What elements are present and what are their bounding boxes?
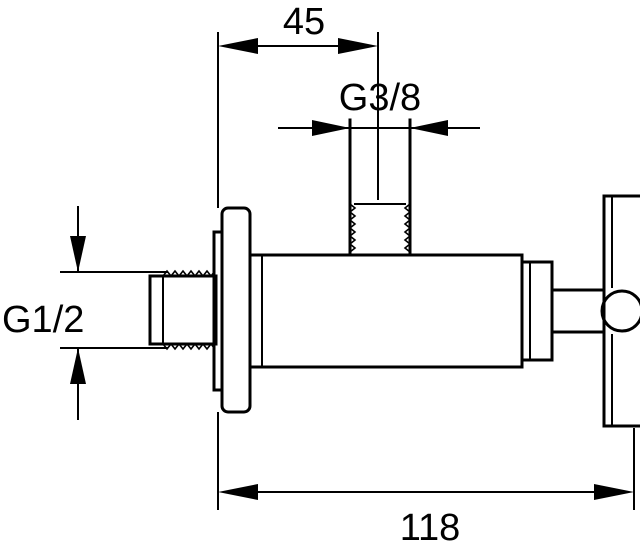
inlet-thread-top — [162, 269, 216, 278]
arrowhead-g12-bottom — [70, 348, 86, 384]
outlet-tube — [348, 118, 412, 257]
valve-body-cylinder — [248, 253, 524, 369]
arrowhead-g38-right — [410, 120, 448, 136]
handle-hub — [600, 289, 640, 333]
arrowhead-45-left — [218, 38, 258, 54]
inlet-threaded-stub — [148, 269, 218, 351]
valve-bonnet — [520, 260, 554, 362]
dimension-label-g12: G1/2 — [2, 299, 84, 341]
outlet-thread-left — [348, 203, 357, 253]
arrowhead-g12-top — [70, 236, 86, 272]
arrowhead-118-left — [218, 484, 258, 500]
valve-spindle — [550, 288, 606, 334]
inlet-stub-body — [148, 274, 218, 346]
inlet-thread-bottom — [162, 342, 216, 351]
handle-cross-bar — [602, 194, 640, 428]
dimension-label-118: 118 — [400, 507, 461, 549]
valve-body — [248, 253, 554, 369]
outlet-thread-right — [403, 203, 412, 253]
dimension-g38: G3/8 — [278, 77, 480, 136]
dimension-118: 118 — [218, 484, 634, 549]
arrowhead-45-right — [338, 38, 378, 54]
flange-rosette — [220, 206, 252, 414]
arrowhead-g38-left — [312, 120, 350, 136]
arrowhead-118-right — [594, 484, 634, 500]
dimension-45: 45 — [218, 1, 378, 54]
wall-flange — [212, 206, 252, 414]
cross-handle — [550, 194, 640, 428]
dimension-label-45: 45 — [283, 1, 325, 43]
dimension-label-g38: G3/8 — [339, 77, 421, 119]
dimension-g12: G1/2 — [2, 206, 86, 420]
